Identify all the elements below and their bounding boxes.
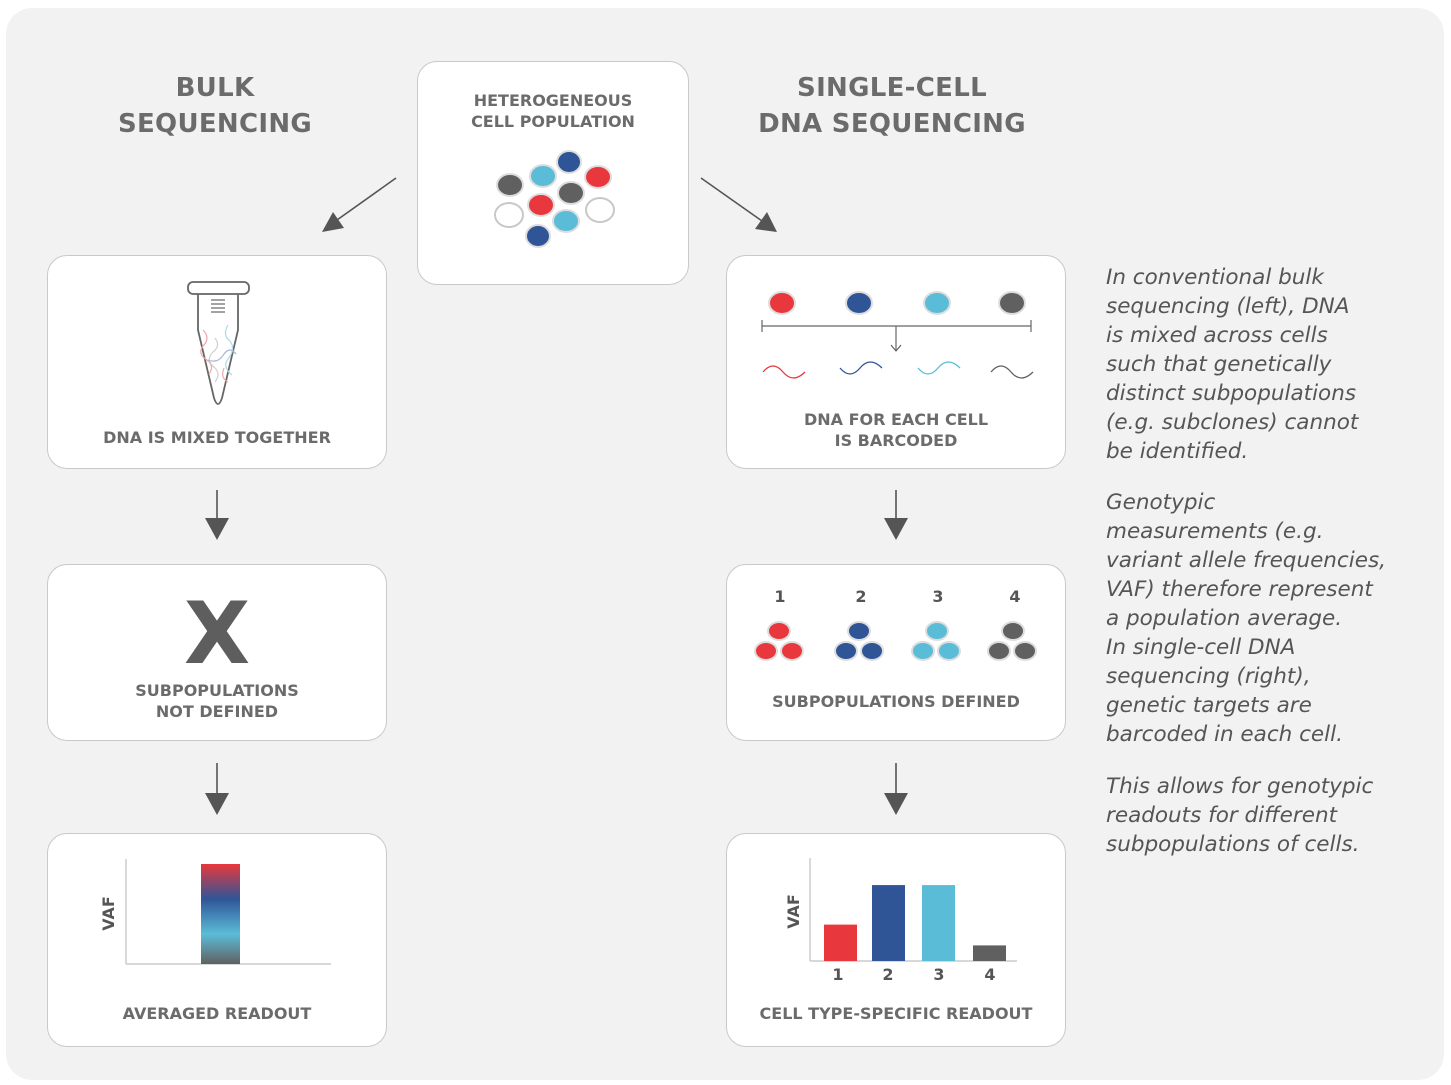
bar-subpopulation-2	[872, 885, 905, 961]
cell-type-readout-caption: CELL TYPE-SPECIFIC READOUT	[759, 1004, 1033, 1023]
text-line: barcoded in each cell.	[1106, 722, 1343, 747]
cell-red	[780, 641, 804, 661]
side-paragraph-2: Genotypic measurements (e.g. variant all…	[1106, 488, 1406, 749]
single-cell-heading: SINGLE-CELL DNA SEQUENCING	[742, 70, 1042, 142]
cell-type-readout-chart	[809, 858, 1017, 962]
text-line: distinct subpopulations	[1106, 381, 1357, 406]
bar-subpopulation-3	[922, 885, 955, 961]
cell-gray	[998, 291, 1026, 315]
tube-icon	[187, 281, 250, 405]
text-line: readouts for different	[1106, 803, 1338, 828]
subpopulation-clusters	[754, 621, 1037, 661]
arrow-to-single-cell	[700, 177, 777, 232]
cell-navy	[834, 641, 858, 661]
bar-subpopulation-4	[973, 945, 1006, 961]
cell-navy	[847, 621, 871, 641]
cell-navy	[525, 224, 551, 248]
cell-cyan	[937, 641, 961, 661]
subpopulations-defined-caption: SUBPOPULATIONS DEFINED	[772, 692, 1020, 711]
cell-red	[754, 641, 778, 661]
bar-tick-label: 4	[984, 965, 996, 984]
subpop-number: 4	[1009, 587, 1021, 606]
averaged-readout-chart	[125, 859, 331, 965]
text-line: In single-cell DNA	[1106, 635, 1296, 660]
cell-cyan	[911, 641, 935, 661]
cell-red	[767, 621, 791, 641]
subpop-number: 3	[932, 587, 944, 606]
cell-empty	[494, 202, 524, 228]
text-line: Genotypic	[1106, 490, 1216, 515]
caption-line: SUBPOPULATIONS	[135, 681, 299, 700]
subpop-number: 1	[774, 587, 786, 606]
heading-line: DNA SEQUENCING	[758, 109, 1026, 139]
cell-gray	[1001, 621, 1025, 641]
x-mark: X	[183, 584, 251, 684]
subpop-number: 2	[855, 587, 867, 606]
text-line: subpopulations of cells.	[1106, 832, 1360, 857]
text-line: (e.g. subclones) cannot	[1106, 410, 1359, 435]
text-line: This allows for genotypic	[1106, 774, 1374, 799]
text-line: VAF) therefore represent	[1106, 577, 1373, 602]
bulk-sequencing-heading: BULK SEQUENCING	[95, 70, 335, 142]
cell-gray	[557, 181, 585, 205]
down-arrow	[884, 490, 908, 540]
cell-gray	[1013, 641, 1037, 661]
cell-gray	[987, 641, 1011, 661]
cell-empty	[585, 197, 615, 223]
averaged-bar	[201, 864, 240, 964]
bar-subpopulation-1	[824, 924, 857, 961]
caption-line: IS BARCODED	[834, 431, 958, 450]
down-arrow	[884, 763, 908, 815]
bar-tick-label: 1	[832, 965, 844, 984]
bar-tick-label: 2	[882, 965, 894, 984]
text-line: sequencing (left), DNA	[1106, 294, 1350, 319]
side-paragraph-1: In conventional bulk sequencing (left), …	[1106, 263, 1406, 466]
bar-tick-label: 3	[933, 965, 945, 984]
text-line: be identified.	[1106, 439, 1249, 464]
text-line: genetic targets are	[1106, 693, 1312, 718]
cell-navy	[860, 641, 884, 661]
text-line: such that genetically	[1106, 352, 1332, 377]
cell-red	[527, 193, 555, 217]
population-caption: HETEROGENEOUS CELL POPULATION	[418, 90, 688, 132]
cell-red	[768, 291, 796, 315]
text-line: sequencing (right),	[1106, 664, 1311, 689]
text-line: a population average.	[1106, 606, 1343, 631]
not-defined-box: X SUBPOPULATIONS NOT DEFINED	[47, 564, 387, 741]
not-defined-caption: SUBPOPULATIONS NOT DEFINED	[48, 680, 386, 722]
text-line: In conventional bulk	[1106, 265, 1324, 290]
down-arrow	[205, 763, 229, 815]
caption-line: DNA FOR EACH CELL	[803, 410, 989, 429]
barcoding-diagram	[761, 291, 1034, 379]
cell-navy	[845, 291, 873, 315]
cell-cyan	[529, 164, 557, 188]
cell-cyan	[923, 291, 951, 315]
down-arrow	[205, 490, 229, 540]
averaged-readout-caption: AVERAGED READOUT	[122, 1004, 312, 1023]
caption-line: CELL POPULATION	[471, 112, 635, 131]
dna-mixed-caption: DNA IS MIXED TOGETHER	[103, 428, 331, 447]
heading-line: BULK	[175, 73, 255, 103]
cell-cyan	[552, 209, 580, 233]
barcoded-box: DNA FOR EACH CELL IS BARCODED	[726, 255, 1066, 469]
text-line: measurements (e.g.	[1106, 519, 1324, 544]
arrow-to-bulk	[322, 177, 397, 232]
cell-red	[584, 165, 612, 189]
cell-navy	[556, 150, 582, 174]
caption-line: NOT DEFINED	[155, 702, 279, 721]
cell-cyan	[925, 621, 949, 641]
heading-line: SINGLE-CELL	[797, 73, 987, 103]
heterogeneous-cells	[494, 150, 615, 248]
cell-gray	[496, 173, 524, 197]
barcoded-caption: DNA FOR EACH CELL IS BARCODED	[727, 409, 1065, 451]
dna-mixed-box: DNA IS MIXED TOGETHER	[47, 255, 387, 469]
heading-line: SEQUENCING	[117, 109, 313, 139]
side-paragraph-3: This allows for genotypic readouts for d…	[1106, 772, 1406, 859]
text-line: is mixed across cells	[1106, 323, 1328, 348]
caption-line: HETEROGENEOUS	[473, 91, 633, 110]
text-line: variant allele frequencies,	[1106, 548, 1386, 573]
